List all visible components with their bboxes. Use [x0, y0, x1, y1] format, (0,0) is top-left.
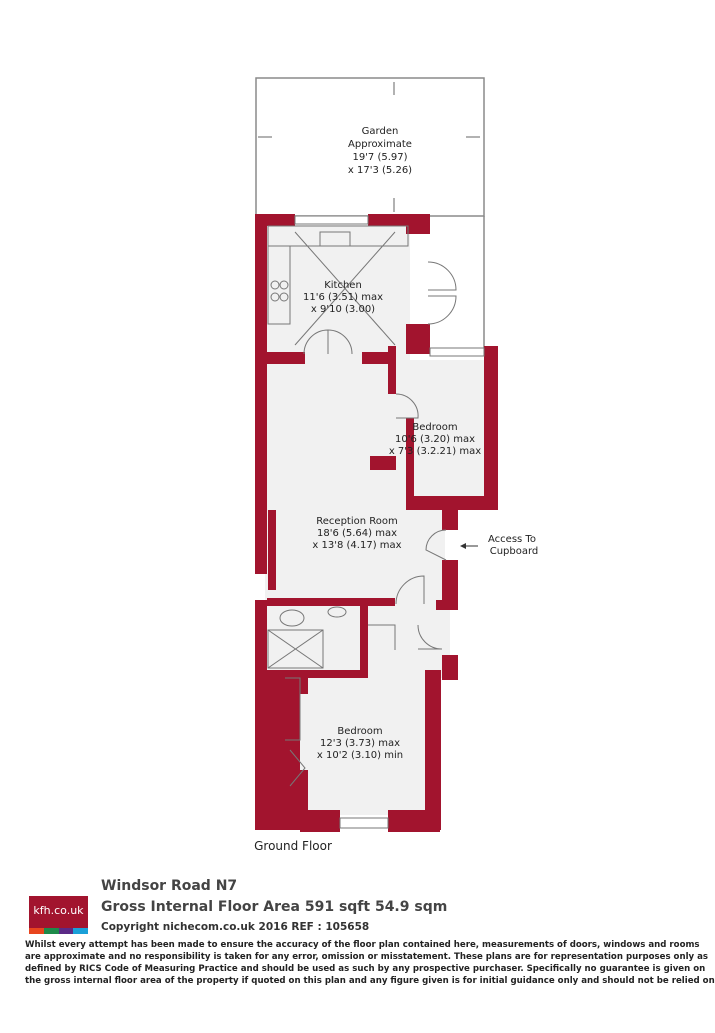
logo-bar-1 — [29, 928, 44, 934]
bedroom1-name: Bedroom — [412, 422, 457, 433]
reception-dim2: x 13'8 (4.17) max — [312, 540, 401, 551]
logo-bar-4 — [73, 928, 88, 934]
kfh-logo: kfh.co.uk — [29, 896, 88, 934]
floor-plan: Garden Approximate 19'7 (5.97) x 17'3 (5… — [254, 77, 538, 853]
bedroom2-name: Bedroom — [337, 726, 382, 737]
bedroom1-dim2: x 7'3 (3.2.21) max — [389, 446, 481, 457]
kitchen-dim2: x 9'10 (3.00) — [311, 304, 375, 315]
garden-dim1: 19'7 (5.97) — [352, 152, 407, 163]
property-address: Windsor Road N7 — [101, 878, 238, 894]
windows — [294, 215, 485, 829]
logo-bar-2 — [43, 928, 59, 934]
floor-label: Ground Floor — [254, 839, 332, 853]
reception-name: Reception Room — [316, 516, 397, 527]
logo-bar-3 — [58, 928, 74, 934]
garden-line2: Approximate — [348, 139, 412, 150]
floor-area-text: Gross Internal Floor Area 591 sqft 54.9 … — [101, 899, 448, 915]
cupboard-line2: Cupboard — [490, 546, 539, 557]
fixtures — [267, 225, 457, 787]
garden-dim2: x 17'3 (5.26) — [348, 165, 412, 176]
disclaimer-text: Whilst every attempt has been made to en… — [25, 940, 715, 986]
bedroom1-dim1: 10'6 (3.20) max — [395, 434, 475, 445]
bedroom2-dim2: x 10'2 (3.10) min — [317, 750, 403, 761]
kitchen-name: Kitchen — [324, 280, 362, 291]
cupboard-line1: Access To — [488, 534, 536, 545]
copyright-text: Copyright nichecom.co.uk 2016 REF : 1056… — [101, 921, 370, 933]
reception-dim1: 18'6 (5.64) max — [317, 528, 397, 539]
logo-text: kfh.co.uk — [33, 904, 84, 917]
cupboard-arrow — [460, 543, 478, 549]
walls — [255, 214, 498, 832]
garden-name: Garden — [362, 126, 399, 137]
bedroom2-dim1: 12'3 (3.73) max — [320, 738, 400, 749]
room-labels: Garden Approximate 19'7 (5.97) x 17'3 (5… — [254, 126, 538, 853]
kitchen-dim1: 11'6 (3.51) max — [303, 292, 383, 303]
